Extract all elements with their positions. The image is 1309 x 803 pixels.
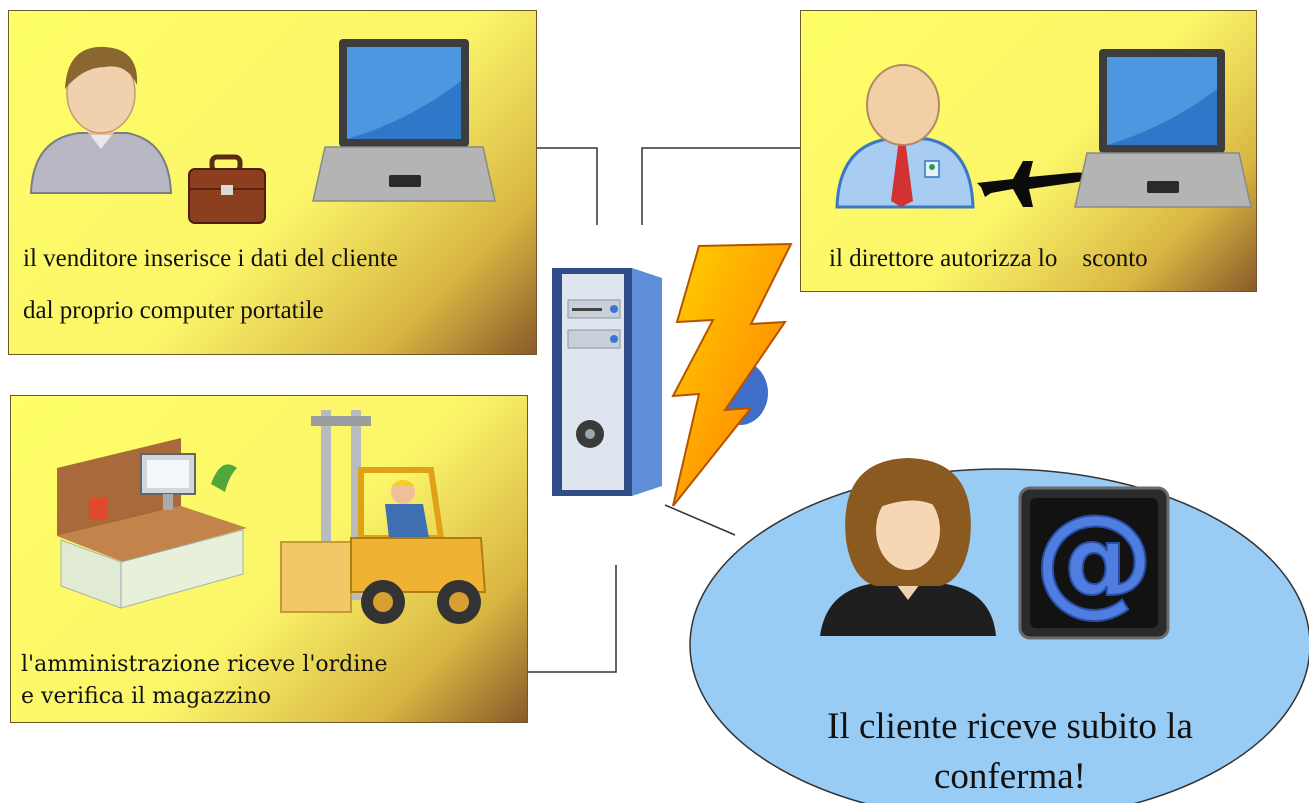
admin-caption-line1: l'amministrazione riceve l'ordine bbox=[21, 652, 388, 677]
lightning-icon bbox=[671, 242, 793, 507]
man-avatar-icon bbox=[29, 46, 173, 194]
admin-panel: l'amministrazione riceve l'ordine e veri… bbox=[10, 395, 528, 723]
office-desk-icon bbox=[57, 438, 247, 609]
server-icon bbox=[552, 268, 768, 496]
seller-panel: il venditore inserisce i dati del client… bbox=[8, 10, 537, 355]
manager-avatar-icon bbox=[835, 64, 975, 209]
admin-caption-line2: e verifica il magazzino bbox=[21, 684, 271, 709]
laptop-icon bbox=[1074, 49, 1252, 208]
director-caption: il direttore autorizza lo sconto bbox=[829, 245, 1148, 272]
director-panel: il direttore autorizza lo sconto bbox=[800, 10, 1257, 292]
briefcase-icon bbox=[188, 154, 266, 224]
forklift-icon bbox=[280, 410, 487, 624]
client-caption-line2: conferma! bbox=[933, 756, 1086, 797]
client-caption-line1: Il cliente riceve subito la bbox=[827, 706, 1193, 747]
laptop-icon bbox=[312, 39, 496, 202]
airplane-icon bbox=[977, 161, 1090, 207]
seller-caption-line2: dal proprio computer portatile bbox=[23, 297, 324, 324]
seller-caption-line1: il venditore inserisce i dati del client… bbox=[23, 245, 398, 272]
